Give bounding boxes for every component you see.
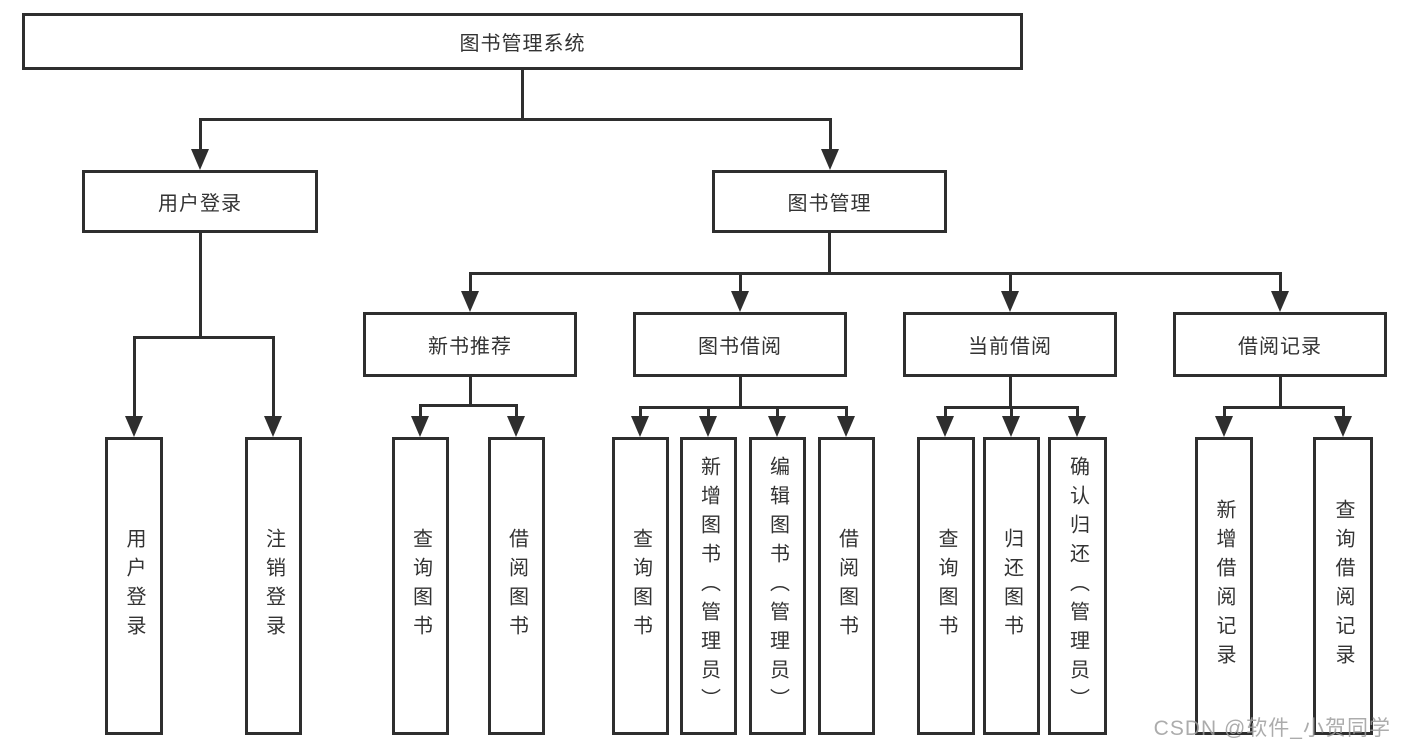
arrowhead-user-login-split-0 — [125, 416, 143, 437]
arrowhead-book-mgmt-split-3 — [1271, 291, 1289, 312]
arrowhead-book-mgmt-split-0 — [461, 291, 479, 312]
edge-shaft-book-borrow-split-0 — [638, 406, 642, 418]
node-leaf-add-book: 新增图书（管理员） — [680, 437, 737, 735]
node-leaf-user-login: 用户登录 — [105, 437, 163, 735]
arrowhead-book-mgmt-split-1 — [731, 291, 749, 312]
node-leaf-borrow-book-2: 借阅图书 — [818, 437, 875, 735]
edge-drop-borrow-records-split — [1278, 377, 1282, 409]
node-label-leaf-user-login: 用户登录 — [123, 528, 145, 644]
node-leaf-add-borrow-record: 新增借阅记录 — [1195, 437, 1253, 735]
node-leaf-confirm-return: 确认归还（管理员） — [1048, 437, 1107, 735]
edge-shaft-borrow-records-split-0 — [1222, 406, 1226, 418]
edge-rail-borrow-records-split — [1222, 406, 1345, 409]
node-label-new-book-rec: 新书推荐 — [428, 336, 512, 358]
edge-rail-user-login-split — [132, 336, 275, 339]
arrowhead-root-split-0 — [191, 149, 209, 170]
node-label-leaf-edit-book: 编辑图书（管理员） — [766, 455, 789, 717]
node-label-leaf-logout: 注销登录 — [262, 528, 285, 644]
node-label-leaf-query-book-3: 查询图书 — [935, 528, 957, 644]
node-leaf-edit-book: 编辑图书（管理员） — [749, 437, 806, 735]
node-leaf-query-borrow-record: 查询借阅记录 — [1313, 437, 1373, 735]
edge-rail-root-split — [198, 118, 832, 121]
node-leaf-return-book: 归还图书 — [983, 437, 1040, 735]
edge-rail-new-book-rec-split — [418, 404, 518, 407]
edge-drop-book-borrow-split — [738, 377, 742, 409]
arrowhead-book-borrow-split-0 — [631, 416, 649, 437]
node-label-current-borrow: 当前借阅 — [968, 336, 1052, 358]
edge-shaft-book-borrow-split-1 — [706, 406, 710, 418]
edge-shaft-user-login-split-0 — [132, 336, 136, 418]
node-label-leaf-return-book: 归还图书 — [1000, 528, 1023, 644]
node-leaf-borrow-book-1: 借阅图书 — [488, 437, 545, 735]
node-label-root: 图书管理系统 — [459, 33, 586, 55]
node-leaf-query-book-3: 查询图书 — [917, 437, 975, 735]
node-leaf-query-book-2: 查询图书 — [612, 437, 669, 735]
arrowhead-new-book-rec-split-1 — [507, 416, 525, 437]
node-label-leaf-query-book-2: 查询图书 — [629, 528, 652, 644]
edge-shaft-user-login-split-1 — [271, 336, 275, 418]
edge-drop-new-book-rec-split — [468, 377, 472, 407]
node-leaf-logout: 注销登录 — [245, 437, 302, 735]
node-label-book-borrow: 图书借阅 — [698, 336, 782, 358]
arrowhead-borrow-records-split-1 — [1334, 416, 1352, 437]
edge-shaft-borrow-records-split-1 — [1341, 406, 1345, 418]
arrowhead-book-mgmt-split-2 — [1001, 291, 1019, 312]
edge-shaft-book-mgmt-split-3 — [1278, 272, 1282, 293]
node-book-borrow: 图书借阅 — [633, 312, 847, 377]
node-borrow-records: 借阅记录 — [1173, 312, 1387, 377]
node-leaf-query-book-1: 查询图书 — [392, 437, 449, 735]
arrowhead-current-borrow-split-1 — [1002, 416, 1020, 437]
arrowhead-current-borrow-split-2 — [1068, 416, 1086, 437]
arrowhead-borrow-records-split-0 — [1215, 416, 1233, 437]
edge-shaft-book-mgmt-split-0 — [468, 272, 472, 293]
node-new-book-rec: 新书推荐 — [363, 312, 577, 377]
node-label-user-login: 用户登录 — [158, 193, 242, 215]
arrowhead-current-borrow-split-0 — [936, 416, 954, 437]
node-root: 图书管理系统 — [22, 13, 1023, 70]
node-current-borrow: 当前借阅 — [903, 312, 1117, 377]
arrowhead-root-split-1 — [821, 149, 839, 170]
node-label-leaf-add-borrow-record: 新增借阅记录 — [1213, 499, 1235, 673]
node-label-leaf-add-book: 新增图书（管理员） — [697, 455, 720, 717]
arrowhead-book-borrow-split-2 — [768, 416, 786, 437]
edge-shaft-book-mgmt-split-2 — [1008, 272, 1012, 293]
node-label-leaf-query-borrow-record: 查询借阅记录 — [1332, 499, 1354, 673]
node-book-mgmt: 图书管理 — [712, 170, 947, 233]
edge-rail-book-mgmt-split — [468, 272, 1282, 275]
edge-drop-root-split — [520, 70, 524, 121]
edge-shaft-book-borrow-split-3 — [844, 406, 848, 418]
node-user-login: 用户登录 — [82, 170, 318, 233]
node-label-borrow-records: 借阅记录 — [1238, 336, 1322, 358]
edge-shaft-current-borrow-split-1 — [1009, 406, 1013, 418]
edge-drop-book-mgmt-split — [827, 233, 831, 275]
node-label-leaf-confirm-return: 确认归还（管理员） — [1066, 455, 1089, 717]
csdn-watermark: CSDN @软件_小贺同学 — [1153, 717, 1391, 740]
edge-shaft-current-borrow-split-2 — [1075, 406, 1079, 418]
edge-drop-current-borrow-split — [1008, 377, 1012, 409]
edge-shaft-root-split-1 — [828, 118, 832, 151]
edge-shaft-book-borrow-split-2 — [775, 406, 779, 418]
edge-shaft-root-split-0 — [198, 118, 202, 151]
edge-shaft-book-mgmt-split-1 — [738, 272, 742, 293]
node-label-book-mgmt: 图书管理 — [787, 193, 872, 215]
edge-drop-user-login-split — [198, 233, 202, 339]
arrowhead-user-login-split-1 — [264, 416, 282, 437]
edge-shaft-current-borrow-split-0 — [943, 406, 947, 418]
arrowhead-new-book-rec-split-0 — [411, 416, 429, 437]
edge-shaft-new-book-rec-split-0 — [418, 404, 422, 418]
edge-shaft-new-book-rec-split-1 — [514, 404, 518, 418]
node-label-leaf-query-book-1: 查询图书 — [409, 528, 432, 644]
node-label-leaf-borrow-book-1: 借阅图书 — [505, 528, 528, 644]
arrowhead-book-borrow-split-1 — [699, 416, 717, 437]
node-label-leaf-borrow-book-2: 借阅图书 — [835, 528, 858, 644]
arrowhead-book-borrow-split-3 — [837, 416, 855, 437]
edge-rail-book-borrow-split — [638, 406, 848, 409]
